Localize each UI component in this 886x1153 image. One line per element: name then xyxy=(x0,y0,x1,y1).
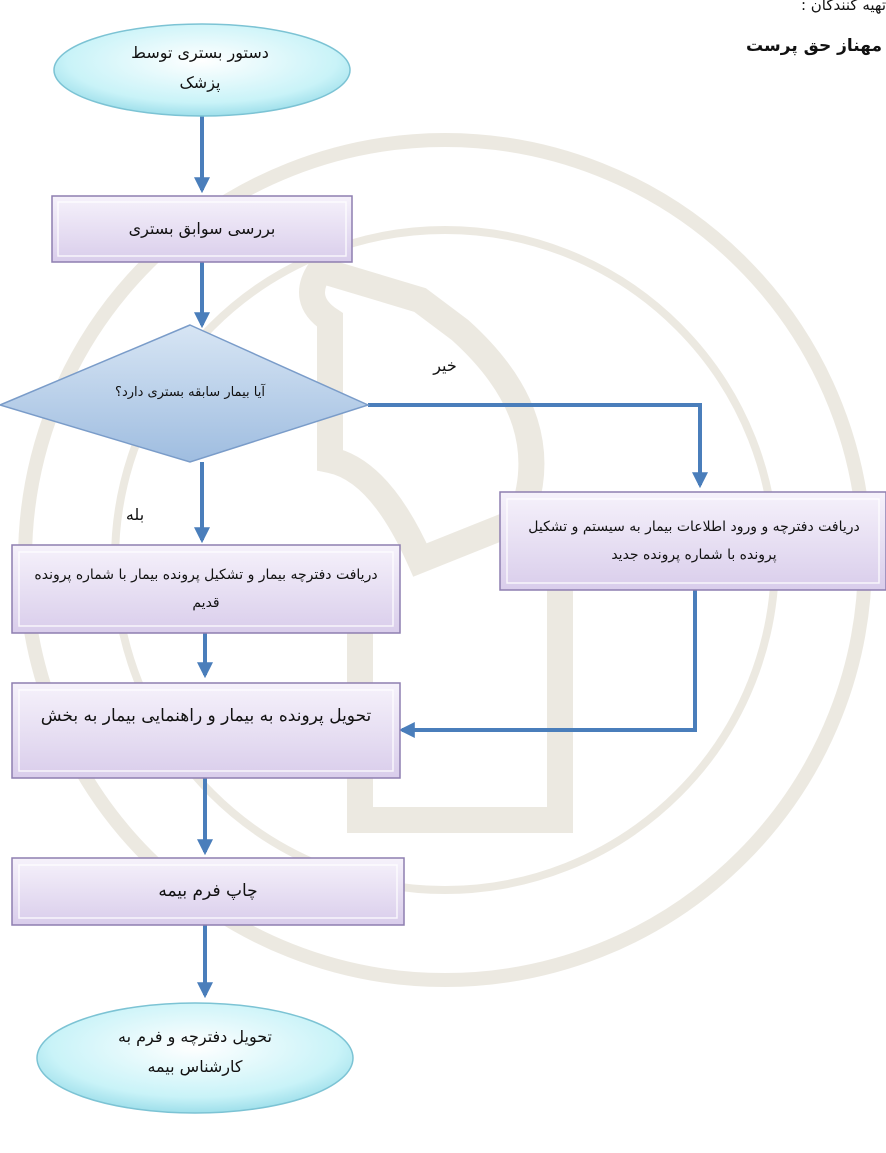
check-history-label: بررسی سوابق بستری xyxy=(128,219,276,238)
author-name: مهناز حق پرست xyxy=(746,36,882,56)
deliver-label: تحویل پرونده به بیمار و راهنمایی بیمار ب… xyxy=(40,706,372,726)
print-label: چاپ فرم بیمه xyxy=(158,881,258,901)
prepared-by-label: تهیه کنندگان : xyxy=(800,0,886,14)
connectors xyxy=(194,108,708,999)
arrow-decision-no xyxy=(368,403,708,489)
new-file-label: دریافت دفترچه و ورود اطلاعات بیمار به سی… xyxy=(528,519,860,563)
no-label: خیر xyxy=(433,356,457,375)
decision-diamond xyxy=(0,324,371,463)
decision-label: آیا بیمار سابقه بستری دارد؟ xyxy=(115,385,265,400)
start-label: دستور بستری توسط پزشک xyxy=(131,43,269,92)
old-file-box xyxy=(11,544,401,634)
yes-label: بله xyxy=(125,505,145,524)
start-terminal xyxy=(53,23,351,117)
new-file-box xyxy=(499,491,886,591)
old-file-label: دریافت دفترچه بیمار و تشکیل پرونده بیمار… xyxy=(34,567,378,611)
check-history-box xyxy=(51,195,353,263)
end-terminal xyxy=(36,1002,354,1114)
print-box xyxy=(11,857,405,926)
deliver-box xyxy=(11,682,401,779)
end-label: تحویل دفترچه و فرم به کارشناس بیمه xyxy=(118,1027,272,1076)
arrow-new-to-deliver xyxy=(398,590,697,738)
